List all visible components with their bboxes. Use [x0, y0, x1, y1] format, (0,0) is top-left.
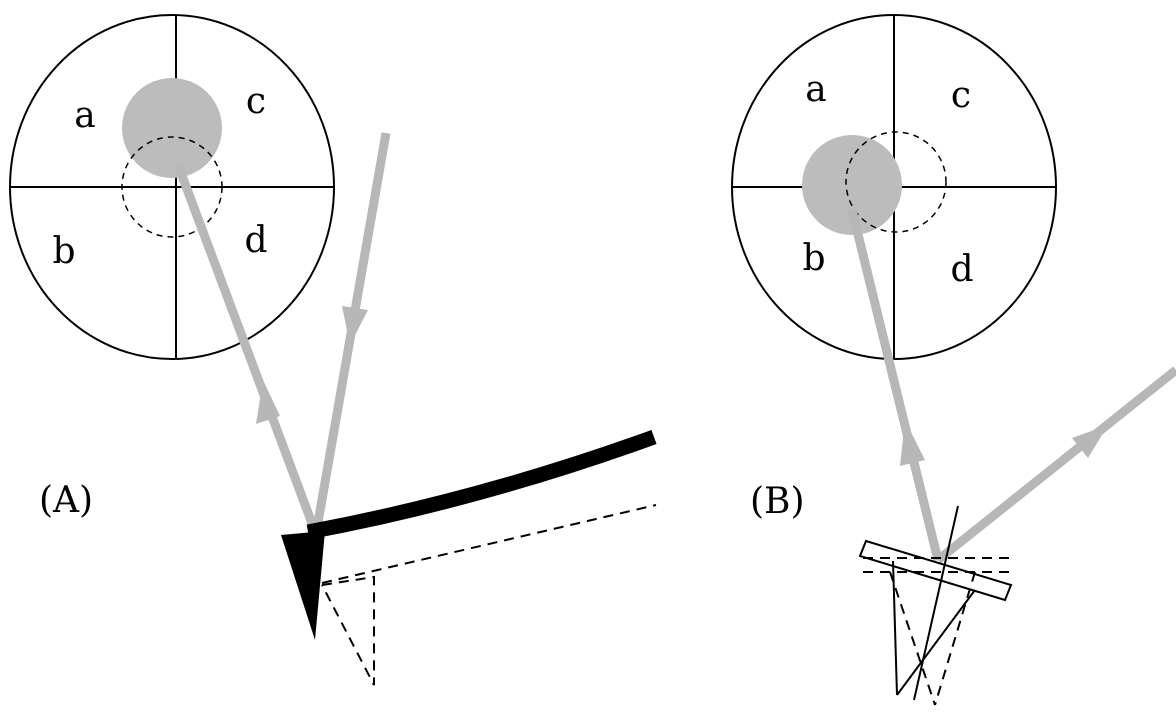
panel-a: a c b d (A): [9, 14, 657, 686]
reference-spot-a: [121, 136, 223, 238]
tip-twisted-left: [892, 560, 898, 696]
quadrant-c-label-panel-a: c: [246, 81, 266, 122]
tip-rest-left-dashed: [889, 571, 936, 706]
laser-beams-b: [847, 208, 1176, 564]
tip-bent: [281, 531, 325, 640]
laser-spot-b: [802, 135, 902, 235]
tip-twisted-right: [896, 589, 976, 696]
cantilever-twisted-cross-section: [858, 539, 1013, 602]
quadrant-d-label-panel-b: d: [950, 249, 973, 290]
cantilever-rest-dashed: [321, 504, 657, 584]
photodetector-a: a c b d: [9, 14, 335, 360]
incident-beam-a-arrowhead: [342, 306, 368, 345]
cantilever-a: [281, 429, 657, 686]
quadrant-c-label-panel-b: c: [951, 75, 971, 116]
panel-b: a c b d (B): [731, 14, 1176, 706]
incident-beam-b-arrowhead: [1072, 425, 1108, 458]
laser-spot-a: [122, 78, 222, 178]
reference-spot-b: [845, 131, 947, 233]
panel-a-label: (A): [39, 480, 93, 521]
tip-rest-dashed: [321, 575, 375, 686]
reflected-beam-a-arrowhead: [256, 380, 280, 424]
quadrant-a-label-panel-a: a: [74, 95, 95, 136]
reflected-beam-b-arrowhead: [900, 420, 925, 466]
cantilever-b: [858, 505, 1015, 706]
photodetector-b: a c b d: [731, 14, 1057, 360]
quadrant-b-label-panel-b: b: [802, 238, 825, 279]
panel-b-label: (B): [750, 481, 805, 522]
quadrant-d-label-panel-a: d: [244, 220, 267, 261]
reflected-beam-a: [173, 163, 321, 536]
cantilever-bent: [306, 429, 657, 540]
incident-beam-b: [935, 366, 1176, 564]
reflected-beam-b: [847, 208, 943, 562]
laser-beams-a: [173, 132, 391, 536]
surface-normal-line: [913, 505, 959, 701]
quadrant-b-label-panel-a: b: [52, 231, 75, 272]
tip-rest-right-dashed: [934, 571, 976, 706]
quadrant-a-label-panel-b: a: [805, 69, 826, 110]
